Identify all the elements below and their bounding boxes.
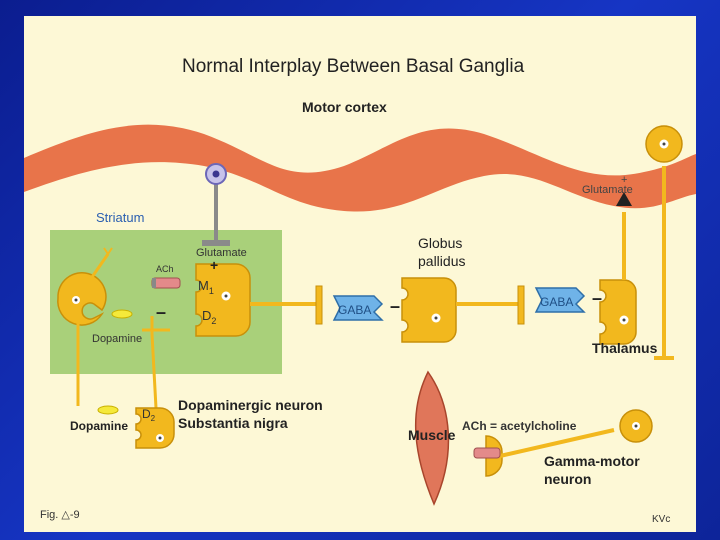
dopamine-pellet-lower <box>97 405 119 415</box>
striatal-neuron <box>195 263 251 337</box>
glutamate-arrow <box>616 192 632 206</box>
glutamate-top-label: Glutamate <box>582 184 633 196</box>
gaba-cell-1 <box>332 295 384 321</box>
thalamus-neuron <box>599 279 637 345</box>
globus-pallidus-neuron <box>401 277 457 343</box>
ach-vesicle <box>151 277 181 289</box>
dopaminergic-label-1: Dopaminergic neuron <box>178 397 323 413</box>
diagram-title: Normal Interplay Between Basal Ganglia <box>182 56 525 77</box>
striatum-minus: – <box>156 302 166 322</box>
glutamate-label: Glutamate <box>196 247 247 259</box>
glutamate-top-sign: + <box>621 174 627 186</box>
d2-label: D2 <box>202 308 216 326</box>
gamma-motor-label-1: Gamma-motor <box>544 453 640 469</box>
dopamine-inner-label: Dopamine <box>92 333 142 345</box>
d2-lower-label: D2 <box>142 407 156 423</box>
gaba-label-2: GABA <box>540 295 573 309</box>
ach-vesicle-gamma <box>473 447 501 459</box>
motor-cortex-label: Motor cortex <box>302 99 387 115</box>
dopaminergic-neuron <box>135 407 175 449</box>
figure-number: Fig. △-9 <box>40 509 80 521</box>
motor-cortex-band <box>24 124 696 212</box>
dopaminergic-label-2: Substantia nigra <box>178 415 288 431</box>
gaba-label-1: GABA <box>338 303 371 317</box>
ach-label: ACh <box>156 264 174 274</box>
thalamus-label: Thalamus <box>592 340 658 356</box>
pallidal-terminal <box>517 285 525 325</box>
credit: KVc <box>652 514 670 525</box>
gaba-minus-2: – <box>592 288 602 308</box>
basal-ganglia-diagram: Normal Interplay Between Basal Ganglia M… <box>24 56 696 525</box>
striatal-terminal <box>315 285 323 325</box>
globus-pallidus-label-1: Globus <box>418 235 462 251</box>
m1-label: M1 <box>198 278 214 296</box>
gamma-motor-label-2: neuron <box>544 471 591 487</box>
slide: Normal Interplay Between Basal Ganglia M… <box>24 16 696 532</box>
muscle <box>414 370 450 506</box>
gaba-minus-1: – <box>390 296 400 316</box>
cholinergic-neuron <box>57 272 107 326</box>
muscle-label: Muscle <box>408 427 456 443</box>
striatum-label: Striatum <box>96 210 144 225</box>
dopamine-pellet <box>111 309 133 319</box>
gaba-cell-2 <box>534 287 586 313</box>
glutamate-plus: + <box>210 257 218 273</box>
dopamine-outer-label: Dopamine <box>70 419 128 433</box>
cortical-terminal <box>202 240 230 246</box>
globus-pallidus-label-2: pallidus <box>418 253 465 269</box>
ach-definition: ACh = acetylcholine <box>462 419 577 433</box>
